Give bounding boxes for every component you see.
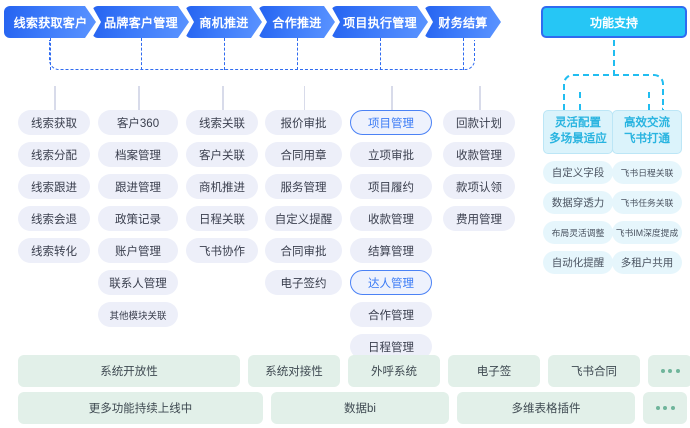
column-stub-5: [391, 86, 393, 110]
module-pill[interactable]: 服务管理: [265, 174, 342, 199]
support-title-line2: 多场景适应: [549, 133, 607, 145]
support-pill[interactable]: 自定义字段: [543, 161, 613, 184]
module-pill[interactable]: 联系人管理: [98, 270, 178, 295]
support-pill[interactable]: 数据穿透力: [543, 191, 613, 214]
module-pill[interactable]: 报价审批: [265, 110, 342, 135]
pipeline-tab-5[interactable]: 项目执行管理: [331, 6, 428, 38]
pipeline-tab-6[interactable]: 财务结算: [424, 6, 501, 38]
support-group-title[interactable]: 高效交流飞书打通: [612, 110, 682, 154]
pipeline-tab-4[interactable]: 合作推进: [258, 6, 335, 38]
module-pill[interactable]: 项目履约: [350, 174, 432, 199]
support-pill[interactable]: 多租户共用: [612, 251, 682, 274]
module-pill[interactable]: 立项审批: [350, 142, 432, 167]
module-column-6: 回款计划收款管理款项认领费用管理: [443, 110, 515, 231]
support-title-line1: 高效交流: [624, 117, 670, 130]
more-options-icon[interactable]: [643, 392, 687, 424]
module-column-5: 项目管理立项审批项目履约收款管理结算管理达人管理合作管理日程管理: [350, 110, 432, 359]
module-pill[interactable]: 线索会退: [18, 206, 90, 231]
bottom-feature-box[interactable]: 系统对接性: [248, 355, 340, 387]
module-pill[interactable]: 线索获取: [18, 110, 90, 135]
pipeline-tab-row: 线索获取客户品牌客户管理商机推进合作推进项目执行管理财务结算: [0, 6, 535, 38]
bottom-feature-box[interactable]: 外呼系统: [348, 355, 440, 387]
support-column-2: 高效交流飞书打通飞书日程关联飞书任务关联飞书IM深度提成多租户共用: [612, 110, 682, 274]
module-column-2: 客户360 档案管理跟进管理政策记录账户管理联系人管理其他模块关联: [98, 110, 178, 327]
tab-stem-6: [462, 38, 464, 70]
module-pill[interactable]: 线索跟进: [18, 174, 90, 199]
support-pill[interactable]: 自动化提醒: [543, 251, 613, 274]
column-stub-1: [54, 86, 56, 110]
bottom-feature-box[interactable]: 飞书合同: [548, 355, 640, 387]
module-column-1: 线索获取线索分配线索跟进线索会退线索转化: [18, 110, 90, 263]
column-stub-3: [222, 86, 224, 110]
module-pill[interactable]: 客户关联: [186, 142, 258, 167]
support-title-line2: 飞书打通: [624, 133, 670, 145]
tab-stem-2: [140, 38, 142, 70]
module-pill[interactable]: 回款计划: [443, 110, 515, 135]
module-pill[interactable]: 日程关联: [186, 206, 258, 231]
support-title-line1: 灵活配置: [555, 117, 601, 130]
support-pill[interactable]: 布局灵活调整: [543, 221, 613, 244]
bottom-feature-box[interactable]: 多维表格插件: [457, 392, 635, 424]
module-pill[interactable]: 跟进管理: [98, 174, 178, 199]
pipeline-connector-bracket: [49, 40, 475, 70]
support-pill[interactable]: 飞书日程关联: [612, 161, 682, 184]
support-drop-stub-2: [648, 92, 650, 110]
more-options-icon[interactable]: [648, 355, 690, 387]
bottom-feature-box[interactable]: 数据bi: [271, 392, 449, 424]
module-pill[interactable]: 日程管理: [350, 334, 432, 359]
module-pill[interactable]: 账户管理: [98, 238, 178, 263]
module-pill[interactable]: 收款管理: [443, 142, 515, 167]
module-pill[interactable]: 结算管理: [350, 238, 432, 263]
bottom-feature-box[interactable]: 更多功能持续上线中: [18, 392, 263, 424]
module-pill[interactable]: 合同用章: [265, 142, 342, 167]
pipeline-tab-1[interactable]: 线索获取客户: [4, 6, 96, 38]
column-stub-2: [138, 86, 140, 110]
support-pill[interactable]: 飞书IM深度提成: [612, 221, 682, 244]
module-pill[interactable]: 款项认领: [443, 174, 515, 199]
bottom-feature-box[interactable]: 系统开放性: [18, 355, 240, 387]
module-pill[interactable]: 收款管理: [350, 206, 432, 231]
support-pill[interactable]: 飞书任务关联: [612, 191, 682, 214]
module-pill[interactable]: 线索关联: [186, 110, 258, 135]
module-pill[interactable]: 项目管理: [350, 110, 432, 135]
support-column-1: 灵活配置多场景适应自定义字段数据穿透力布局灵活调整自动化提醒: [543, 110, 613, 274]
support-group-title[interactable]: 灵活配置多场景适应: [543, 110, 613, 154]
ellipsis-icon: [655, 406, 675, 410]
tab-stem-4: [296, 38, 298, 70]
bottom-row-1: 系统开放性系统对接性外呼系统电子签飞书合同: [18, 355, 690, 387]
module-pill[interactable]: 合同审批: [265, 238, 342, 263]
column-stub-4: [303, 86, 305, 110]
module-pill[interactable]: 档案管理: [98, 142, 178, 167]
module-pill[interactable]: 线索分配: [18, 142, 90, 167]
module-pill[interactable]: 合作管理: [350, 302, 432, 327]
module-pill[interactable]: 客户360: [98, 110, 178, 135]
module-pill[interactable]: 线索转化: [18, 238, 90, 263]
module-pill[interactable]: 政策记录: [98, 206, 178, 231]
ellipsis-icon: [660, 369, 680, 373]
module-pill[interactable]: 商机推进: [186, 174, 258, 199]
module-column-3: 线索关联客户关联商机推进日程关联飞书协作: [186, 110, 258, 263]
bottom-feature-box[interactable]: 电子签: [448, 355, 540, 387]
pipeline-tab-2[interactable]: 品牌客户管理: [92, 6, 189, 38]
module-column-4: 报价审批合同用章服务管理自定义提醒合同审批电子签约: [265, 110, 342, 295]
module-pill[interactable]: 飞书协作: [186, 238, 258, 263]
module-pill[interactable]: 其他模块关联: [98, 302, 178, 327]
pipeline-tab-3[interactable]: 商机推进: [185, 6, 262, 38]
tab-stem-3: [223, 38, 225, 70]
module-pill[interactable]: 费用管理: [443, 206, 515, 231]
tab-stem-1: [50, 38, 52, 70]
module-pill[interactable]: 达人管理: [350, 270, 432, 295]
module-pill[interactable]: 自定义提醒: [265, 206, 342, 231]
support-connector-stem: [613, 40, 615, 76]
support-header[interactable]: 功能支持: [541, 6, 687, 38]
support-connector-bracket: [563, 74, 664, 110]
tab-stem-5: [379, 38, 381, 70]
column-stub-6: [479, 86, 481, 110]
module-pill[interactable]: 电子签约: [265, 270, 342, 295]
support-drop-stub-1: [579, 92, 581, 110]
